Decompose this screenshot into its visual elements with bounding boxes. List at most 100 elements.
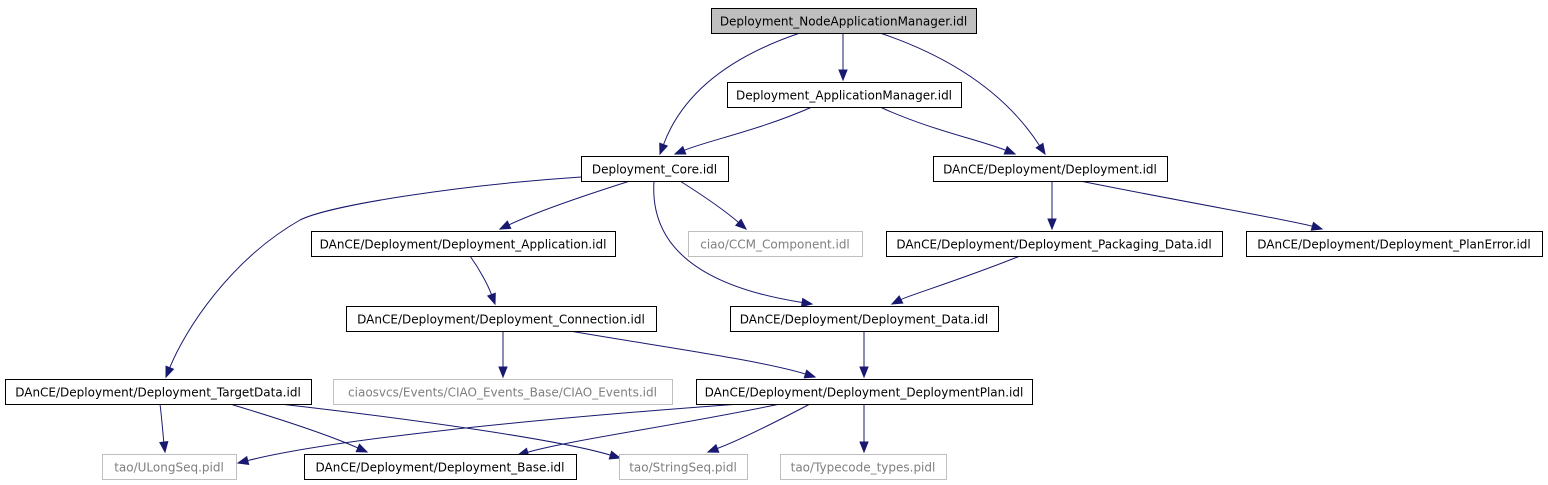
node-box [727,82,962,108]
node-n12[interactable]: DAnCE/Deployment/Deployment_DeploymentPl… [696,379,1033,405]
edge-line [279,403,611,456]
arrowhead-icon [159,441,169,454]
edge-n4-n8 [469,255,496,306]
arrowhead-icon [659,142,669,156]
edge-line [663,32,801,145]
edge-n12-n15 [706,403,811,453]
node-label: DAnCE/Deployment/Deployment.idl [943,163,1157,177]
node-label: DAnCE/Deployment/Deployment_PlanError.id… [1257,238,1530,252]
edge-n3-n6 [1047,181,1057,231]
arrowhead-icon [673,145,687,155]
edge-line [679,180,739,223]
arrowhead-icon [838,69,848,82]
node-box [1246,231,1543,257]
node-label: ciaosvcs/Events/CIAO_Events_Base/CIAO_Ev… [348,386,657,400]
node-n5: ciao/CCM_Component.idl [688,231,863,257]
arrowhead-icon [859,366,869,379]
edge-n2-n4 [498,180,631,230]
edge-n12-n14 [516,403,781,457]
arrowhead-icon [1047,218,1057,231]
node-n0[interactable]: Deployment_NodeApplicationManager.idl [711,8,977,34]
arrowhead-icon [734,218,748,230]
node-box [730,306,999,332]
arrowhead-icon [803,369,817,379]
node-label: Deployment_NodeApplicationManager.idl [720,15,967,29]
arrowhead-icon [236,455,250,466]
node-label: DAnCE/Deployment/Deployment_Connection.i… [357,313,645,327]
arrowhead-icon [1310,221,1324,231]
node-n13: tao/ULongSeq.pidl [102,454,237,480]
node-label: DAnCE/Deployment/Deployment_Application.… [320,238,607,252]
edge-n6-n9 [890,255,1021,305]
edge-n2-n9 [653,180,814,308]
node-label: Deployment_ApplicationManager.idl [736,89,952,103]
edge-n2-n10 [165,176,582,379]
node-n4[interactable]: DAnCE/Deployment/Deployment_Application.… [311,231,616,257]
node-label: DAnCE/Deployment/Deployment_DeploymentPl… [705,386,1024,400]
edge-n8-n12 [569,330,817,379]
arrowhead-icon [498,220,512,230]
arrowhead-icon [486,292,496,306]
node-n14[interactable]: DAnCE/Deployment/Deployment_Base.idl [304,454,577,480]
node-label: DAnCE/Deployment/Deployment_Packaging_Da… [896,238,1211,252]
node-box [780,454,947,480]
arrowhead-icon [165,365,175,379]
node-box [933,156,1168,182]
edge-n9-n12 [859,330,869,379]
node-n9[interactable]: DAnCE/Deployment/Deployment_Data.idl [730,306,999,332]
node-n15: tao/StringSeq.pidl [619,454,748,480]
node-box [311,231,616,257]
edge-line [569,330,806,375]
node-box [886,231,1223,257]
edge-line [169,176,582,368]
edge-n10-n14 [229,403,369,453]
edge-line [653,180,803,303]
node-n6[interactable]: DAnCE/Deployment/Deployment_Packaging_Da… [886,231,1223,257]
node-n2[interactable]: Deployment_Core.idl [581,156,729,182]
arrowhead-icon [890,295,904,305]
edge-line [879,32,1040,146]
edge-n0-n2 [659,32,801,156]
node-n10[interactable]: DAnCE/Deployment/Deployment_TargetData.i… [5,379,312,405]
node-label: tao/StringSeq.pidl [629,461,737,475]
node-box [102,454,237,480]
edge-line [159,403,165,443]
edge-n8-n11 [498,331,508,379]
node-label: tao/ULongSeq.pidl [114,461,224,475]
node-label: DAnCE/Deployment/Deployment_Data.idl [740,313,988,327]
node-label: Deployment_Core.idl [592,163,717,177]
edge-n12-n16 [859,403,869,454]
arrowhead-icon [355,443,369,453]
edge-line [229,403,359,449]
node-label: DAnCE/Deployment/Deployment_Base.idl [315,461,564,475]
edge-n1-n3 [879,106,1017,155]
edge-n0-n3 [879,32,1046,156]
arrowhead-icon [706,443,720,453]
node-box [304,454,577,480]
node-n1[interactable]: Deployment_ApplicationManager.idl [727,82,962,108]
arrowhead-icon [1003,145,1017,155]
edge-n3-n7 [1079,180,1324,231]
node-n7[interactable]: DAnCE/Deployment/Deployment_PlanError.id… [1246,231,1543,257]
edge-n0-n1 [838,33,848,82]
edge-line [900,255,1021,300]
node-label: DAnCE/Deployment/Deployment_TargetData.i… [15,386,301,400]
arrowhead-icon [1035,142,1046,156]
edge-line [684,106,813,151]
edge-n10-n15 [279,403,622,460]
edge-n2-n5 [679,180,748,230]
node-box [581,156,729,182]
edge-n12-n13 [236,403,741,466]
node-box [346,306,657,332]
arrowhead-icon [608,450,622,460]
node-n8[interactable]: DAnCE/Deployment/Deployment_Connection.i… [346,306,657,332]
edge-line [247,403,741,462]
edge-line [717,403,811,449]
node-n3[interactable]: DAnCE/Deployment/Deployment.idl [933,156,1168,182]
node-box [696,379,1033,405]
node-box [711,8,977,34]
edge-line [527,403,781,453]
edge-line [469,255,493,295]
node-label: ciao/CCM_Component.idl [700,238,850,252]
node-label: tao/Typecode_types.pidl [791,461,936,475]
